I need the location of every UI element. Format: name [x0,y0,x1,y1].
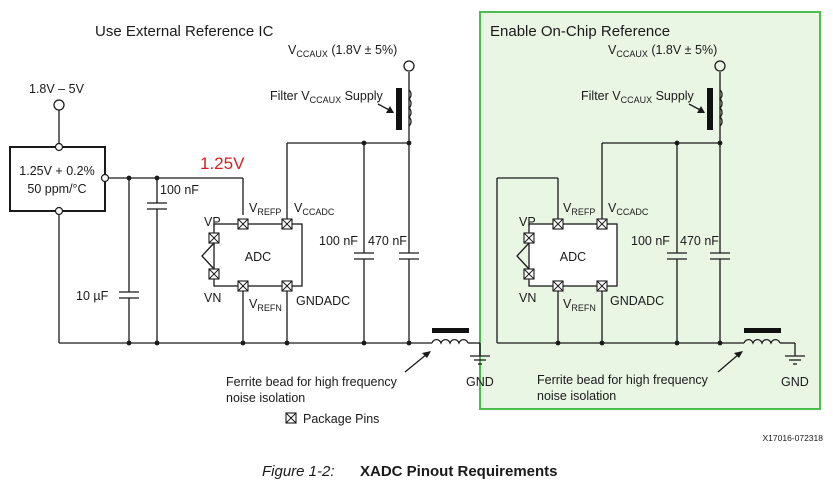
caption-title: XADC Pinout Requirements [360,463,558,480]
ref-ic-spec: 1.25V + 0.2% [19,164,94,178]
ferrite-bead [432,328,469,333]
gndadc-label-right: GNDADC [610,294,664,308]
adc-label-right: ADC [560,250,586,264]
vrefp-label-right: VREFP [563,201,595,217]
vrefn-label: VREFN [249,297,282,313]
ferrite-bead-right [744,328,781,333]
cap-100nf-label-right: 100 nF [631,234,670,248]
pin-vp-label: VP [204,215,221,229]
left-title: Use External Reference IC [95,23,274,40]
pin-vn-label-right: VN [519,291,536,305]
filter-inductor-core [396,88,402,130]
vccaux-terminal [403,60,415,72]
filter-label: Filter VCCAUX Supply [270,89,384,105]
gndadc-label: GNDADC [296,294,350,308]
gnd-label-right: GND [781,375,809,389]
package-pin-icon [285,412,297,424]
vccadc-label: VCCADC [294,201,335,217]
figure-id: X17016-072318 [762,433,823,443]
package-pins-legend: Package Pins [303,412,379,426]
ferrite-note-line2: noise isolation [226,391,305,405]
cap-10uf-label: 10 µF [76,289,109,303]
ferrite-note-line1: Ferrite bead for high frequency [226,375,398,389]
ref-ic-tempco: 50 ppm/°C [27,182,86,196]
vccaux-label: VCCAUX (1.8V ± 5%) [288,43,397,59]
caption-prefix: Figure 1-2: [262,463,335,480]
vref-annotation: 1.25V [200,154,245,173]
supply-terminal [53,99,65,111]
vrefp-label: VREFP [249,201,281,217]
vccaux-terminal-right [714,60,726,72]
cap-470nf-label-right: 470 nF [680,234,719,248]
vccaux-label-right: VCCAUX (1.8V ± 5%) [608,43,717,59]
supply-input-label: 1.8V – 5V [29,82,85,96]
cap-100nf-ref-label: 100 nF [160,183,199,197]
reference-ic [9,146,106,212]
adc-block-right [528,223,618,287]
on-chip-reference-panel [479,11,821,410]
pin-vp-label-right: VP [519,215,536,229]
cap-100nf-label: 100 nF [319,234,358,248]
adc-block [213,223,303,287]
filter-label-right: Filter VCCAUX Supply [581,89,695,105]
pin-vn-label: VN [204,291,221,305]
vccadc-label-right: VCCADC [608,201,649,217]
vrefn-label-right: VREFN [563,297,596,313]
right-title: Enable On-Chip Reference [490,23,670,40]
cap-470nf-label: 470 nF [368,234,407,248]
gnd-label-left: GND [466,375,494,389]
ferrite-note-line2-right: noise isolation [537,389,616,403]
ferrite-note-line1-right: Ferrite bead for high frequency [537,373,709,387]
adc-label: ADC [245,250,271,264]
filter-inductor-core-right [707,88,713,130]
